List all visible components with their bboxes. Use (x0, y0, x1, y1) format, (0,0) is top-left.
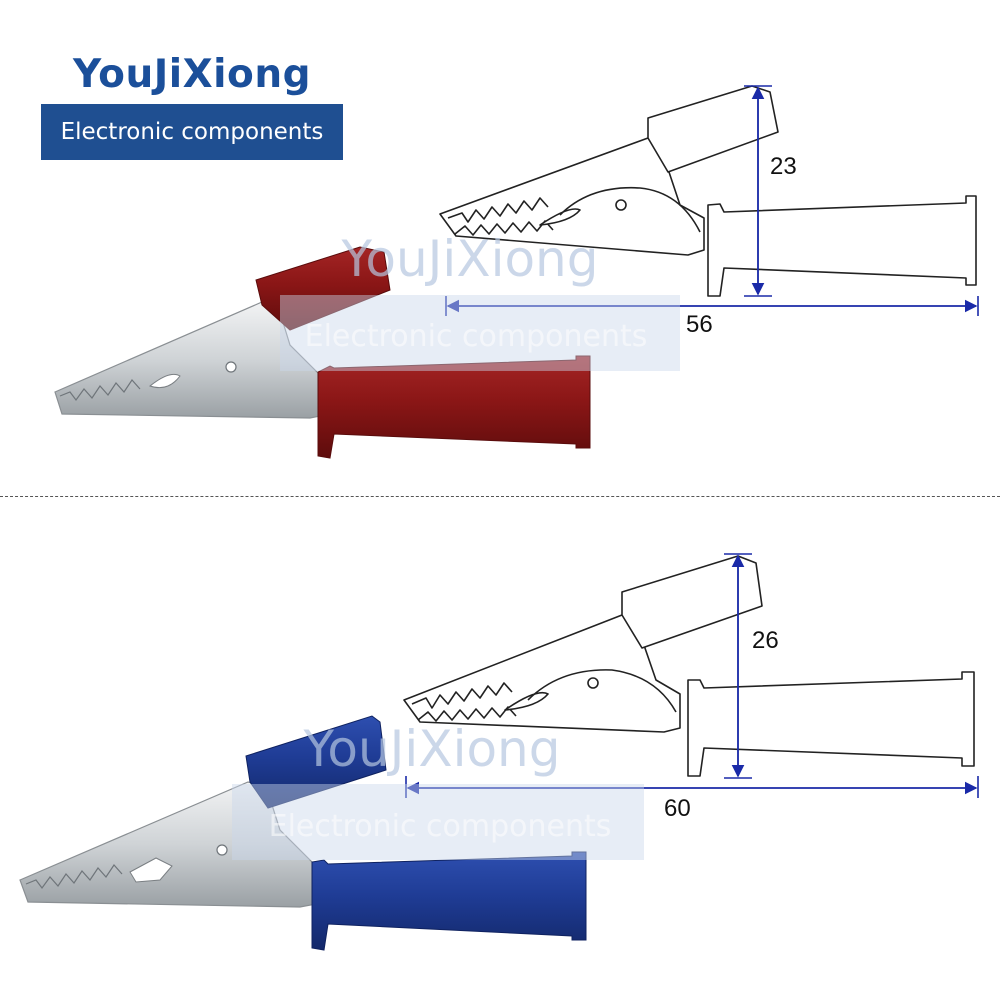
blue-clip-dimensions (405, 553, 979, 798)
watermark-top-tagline: Electronic components (305, 319, 648, 354)
watermark-top-name: YouJiXiong (341, 230, 599, 288)
section-divider (0, 496, 1000, 497)
blue-alligator-clip (19, 715, 587, 951)
red-alligator-clip (54, 246, 591, 459)
blue-clip-height-dimension: 26 (752, 627, 779, 654)
red-clip-dimensions (445, 85, 979, 316)
blue-clip-line-drawing (403, 555, 975, 777)
watermark-bottom-tagline: Electronic components (269, 809, 612, 844)
red-clip-line-drawing (439, 85, 977, 297)
watermark-bottom: YouJiXiong Electronic components (232, 720, 644, 860)
brand-tagline: Electronic components (41, 104, 343, 160)
red-clip-length-dimension: 56 (686, 311, 713, 338)
watermark-bottom-name: YouJiXiong (303, 720, 561, 778)
red-clip-height-dimension: 23 (770, 153, 797, 180)
brand-name: YouJiXiong (72, 52, 311, 97)
blue-clip-length-dimension: 60 (664, 795, 691, 822)
watermark-top: YouJiXiong Electronic components (280, 230, 680, 371)
